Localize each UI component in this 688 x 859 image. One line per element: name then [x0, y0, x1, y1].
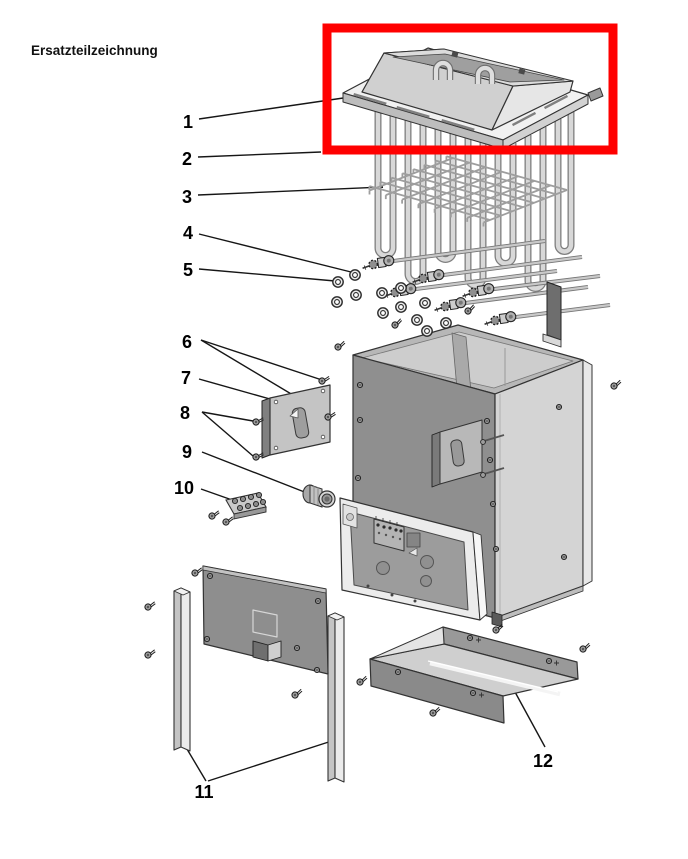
- callout-9: 9: [181, 442, 193, 462]
- part-electrical-compartment: [339, 497, 488, 621]
- mounted-bracket: [431, 419, 505, 488]
- leader-line-8b: [201, 411, 254, 457]
- part-cable-gland: [302, 484, 336, 508]
- leader-line-9: [201, 451, 308, 494]
- callout-3: 3: [181, 187, 193, 207]
- callout-12: 12: [532, 751, 554, 771]
- part-bottom-tray: [369, 626, 579, 724]
- callout-1: 1: [182, 112, 194, 132]
- callout-2: 2: [181, 149, 193, 169]
- callout-11: 11: [194, 782, 214, 802]
- leader-line-1: [198, 95, 358, 120]
- callout-5: 5: [182, 260, 194, 280]
- part-front-panel: [202, 565, 329, 675]
- part-terminal-block: [207, 491, 267, 527]
- element-tops: [432, 59, 496, 84]
- page-title: Ersatzteilzeichnung: [31, 43, 158, 58]
- leader-line-7: [198, 378, 278, 402]
- leader-line-3: [197, 186, 384, 196]
- callout-8: 8: [179, 403, 191, 423]
- callout-7: 7: [180, 368, 192, 388]
- leader-line-6a: [200, 339, 323, 381]
- side-strip: [542, 281, 562, 348]
- leader-line-11b: [207, 737, 342, 782]
- terminal-strip: [373, 516, 405, 552]
- callout-4: 4: [182, 223, 194, 243]
- leader-line-2: [197, 151, 322, 158]
- part-top-cover: [342, 47, 604, 150]
- leader-line-4: [198, 233, 352, 273]
- leader-line-8a: [201, 411, 254, 422]
- part-mounting-bracket: [261, 384, 331, 459]
- leader-line-5: [198, 268, 336, 282]
- part-corner-posts: [173, 587, 345, 783]
- leader-line-12: [514, 691, 546, 748]
- callout-10: 10: [173, 478, 195, 498]
- part-support-grid: [368, 155, 568, 227]
- highlight-box: [322, 23, 618, 155]
- callout-6: 6: [181, 332, 193, 352]
